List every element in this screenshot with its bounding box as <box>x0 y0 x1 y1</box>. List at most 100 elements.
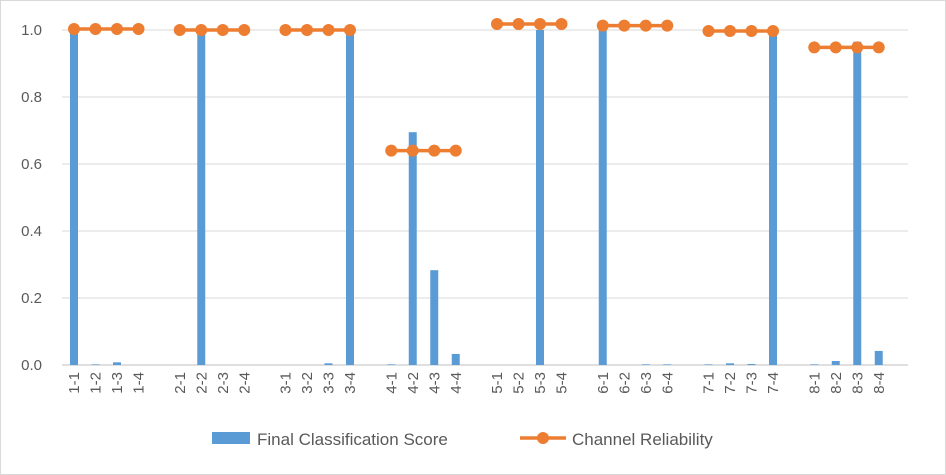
x-tick-label: 7-2 <box>722 372 739 394</box>
bar <box>747 363 756 365</box>
legend: Final Classification Score Channel Relia… <box>212 430 713 449</box>
bar <box>70 30 78 365</box>
bar <box>91 364 100 365</box>
x-tick-label: 2-4 <box>236 372 253 394</box>
line-point <box>111 22 123 35</box>
y-tick-label: 0.2 <box>21 290 42 307</box>
line-point <box>344 24 356 36</box>
bar <box>536 30 544 365</box>
bar <box>451 353 460 365</box>
x-tick-label: 4-2 <box>405 372 422 394</box>
line-point <box>534 17 546 30</box>
bar-series <box>70 30 883 365</box>
x-tick-label: 4-1 <box>383 372 400 394</box>
y-axis-ticks: 0.0 0.2 0.4 0.6 0.8 1.0 <box>21 22 42 374</box>
bar <box>197 30 206 365</box>
bar <box>874 350 883 365</box>
bar <box>726 363 734 365</box>
line-point <box>808 41 821 54</box>
x-tick-label: 4-3 <box>426 372 443 394</box>
line-point <box>661 19 674 32</box>
x-tick-label: 3-2 <box>299 372 316 394</box>
x-tick-label: 6-4 <box>659 372 676 394</box>
line-point <box>173 24 186 36</box>
x-tick-label: 2-1 <box>172 372 189 394</box>
line-point <box>596 19 609 32</box>
gridlines <box>62 29 908 366</box>
line-series <box>68 17 885 157</box>
line-point <box>89 22 102 35</box>
x-tick-label: 7-1 <box>701 372 718 394</box>
bar <box>346 30 354 365</box>
x-tick-label: 8-2 <box>828 372 845 394</box>
x-tick-label: 3-1 <box>278 372 295 394</box>
line-point <box>406 144 419 157</box>
y-tick-label: 0.8 <box>21 89 42 106</box>
legend-label-bar: Final Classification Score <box>257 430 448 449</box>
y-tick-label: 0.0 <box>21 357 42 374</box>
bar <box>598 30 607 365</box>
x-tick-label: 5-3 <box>532 372 549 394</box>
line-point <box>745 25 758 38</box>
x-tick-label: 2-2 <box>193 372 210 394</box>
x-tick-label: 7-4 <box>765 372 782 394</box>
line-point <box>68 22 80 35</box>
x-tick-label: 6-3 <box>638 372 655 394</box>
x-tick-label: 5-4 <box>554 372 571 394</box>
bar <box>113 362 121 365</box>
x-tick-label: 6-2 <box>616 372 633 394</box>
bar <box>430 270 439 365</box>
bar <box>704 364 713 365</box>
x-tick-label: 8-1 <box>806 372 823 394</box>
x-tick-label: 1-1 <box>66 372 83 394</box>
line-point <box>238 24 251 36</box>
x-tick-label: 8-4 <box>871 372 888 394</box>
legend-swatch-bar <box>212 432 250 444</box>
line-point <box>428 144 441 157</box>
line-point <box>132 22 145 35</box>
x-tick-label: 7-3 <box>744 372 761 394</box>
line-point <box>301 24 313 36</box>
line-point <box>512 17 525 30</box>
line-point <box>491 17 503 30</box>
x-tick-label: 5-2 <box>511 372 528 394</box>
x-tick-label: 6-1 <box>595 372 612 394</box>
line-point <box>195 24 208 36</box>
line-point <box>702 25 715 38</box>
x-tick-label: 3-3 <box>321 372 338 394</box>
legend-label-line: Channel Reliability <box>572 430 713 449</box>
line-point <box>322 24 335 36</box>
bar <box>387 364 396 365</box>
x-tick-label: 2-3 <box>215 372 232 394</box>
x-tick-label: 8-3 <box>849 372 866 394</box>
line-point <box>385 144 398 157</box>
bar <box>663 364 672 365</box>
bar <box>810 364 819 365</box>
bar <box>641 364 650 365</box>
line-point <box>279 24 292 36</box>
y-tick-label: 0.6 <box>21 156 42 173</box>
line-point <box>872 41 885 54</box>
line-point <box>555 17 568 30</box>
line-point <box>216 24 229 36</box>
x-tick-label: 1-4 <box>131 372 148 394</box>
line-point <box>767 25 779 38</box>
x-tick-label: 1-2 <box>88 372 105 394</box>
line-point <box>851 41 864 54</box>
x-tick-label: 3-4 <box>342 372 359 394</box>
x-tick-label: 1-3 <box>109 372 126 394</box>
y-tick-label: 1.0 <box>21 22 42 39</box>
legend-swatch-dot <box>537 432 549 444</box>
bar <box>769 30 777 365</box>
line-point <box>449 144 462 157</box>
bar <box>408 132 417 365</box>
x-tick-label: 4-4 <box>448 372 465 394</box>
line-point <box>829 41 842 54</box>
y-tick-label: 0.4 <box>21 223 42 240</box>
bar <box>324 363 333 365</box>
x-tick-label: 5-1 <box>489 372 506 394</box>
bar <box>831 360 840 365</box>
